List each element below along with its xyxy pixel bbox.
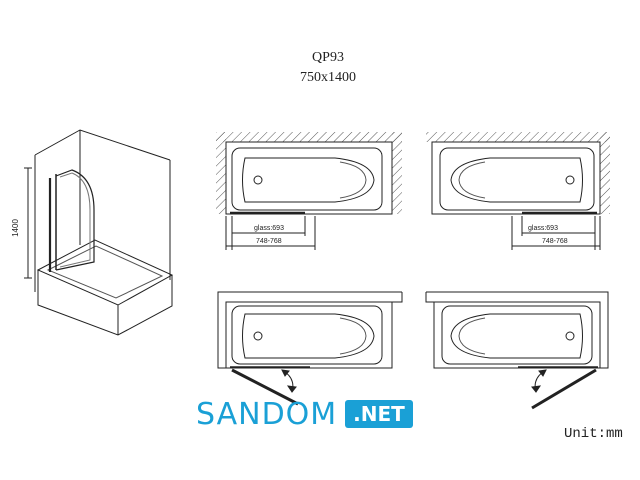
- logo-word: SANDOM: [196, 396, 338, 432]
- model-code: QP93: [312, 50, 344, 65]
- plan-bottom-right: [425, 291, 609, 410]
- site-logo: SANDOM .NET: [196, 396, 413, 432]
- unit-label: Unit:mm: [564, 426, 623, 442]
- plan-top-left: [216, 132, 402, 250]
- plan-top-right-width-label: 748-768: [542, 238, 568, 245]
- plan-top-right: [426, 132, 610, 250]
- height-dimension-label: 1400: [11, 219, 20, 237]
- logo-net-badge: .NET: [345, 400, 413, 428]
- model-size: 750x1400: [300, 70, 356, 85]
- plan-top-left-glass-label: glass:693: [254, 225, 284, 232]
- isometric-view: [24, 129, 174, 336]
- plan-top-left-width-label: 748-768: [256, 238, 282, 245]
- plan-top-right-glass-label: glass:693: [528, 225, 558, 232]
- plan-bottom-left: [217, 291, 403, 406]
